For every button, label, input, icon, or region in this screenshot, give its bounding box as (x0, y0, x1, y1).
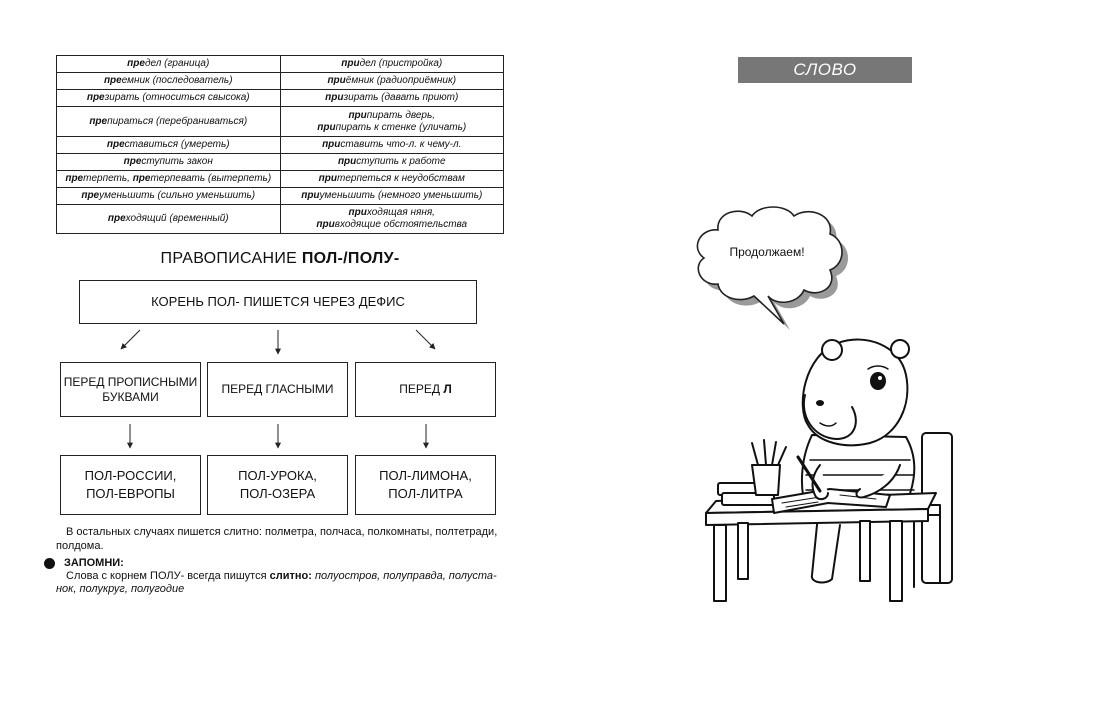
diagram-example-box-3: ПОЛ-ЛИМОНА, ПОЛ-ЛИТРА (355, 455, 496, 515)
diagram-category-label-2: ПЕРЕД ГЛАСНЫМИ (221, 382, 334, 396)
prefix-bold: при (322, 139, 341, 150)
diagram-category-box-3: ПЕРЕД Л (355, 362, 496, 417)
diagram-example-3-line2: ПОЛ-ЛИТРА (388, 486, 463, 501)
slovo-tag: СЛОВО (738, 57, 912, 83)
diagram-example-box-2: ПОЛ-УРОКА, ПОЛ-ОЗЕРА (207, 455, 348, 515)
remember-text-start: Слова с корнем ПОЛУ- всегда пишутся (66, 570, 270, 582)
table-row: преходящий (временный)приходящая няня,пр… (56, 204, 504, 234)
pre-pri-table: предел (граница)придел (пристройка)преем… (56, 55, 504, 234)
diagram-root-label: КОРЕНЬ ПОЛ- ПИШЕТСЯ ЧЕРЕЗ ДЕФИС (151, 294, 405, 309)
cell-text: ступить к работе (356, 156, 446, 167)
cell-text: зирать (относиться свысока) (104, 92, 250, 103)
prefix-bold: пре (65, 173, 84, 184)
prefix-bold: при (348, 109, 367, 121)
diagram-arrows (120, 329, 436, 449)
prefix-bold: при (341, 58, 360, 69)
arrow-down-right (415, 329, 436, 350)
cell-text: ставиться (умереть) (124, 139, 230, 150)
remember-text-examples: полуостров, полуправда, полуста-нок, пол… (56, 570, 497, 595)
diagram-category-label-3: ПЕРЕД Л (399, 382, 452, 397)
diagram-example-2-line1: ПОЛ-УРОКА, (238, 468, 317, 483)
slovo-tag-label: СЛОВО (793, 60, 857, 79)
bullet-dot-icon (44, 558, 55, 569)
prefix-bold: пре (132, 173, 151, 184)
remember-label: ЗАПОМНИ: (64, 557, 124, 569)
cell-text: емник (последователь) (121, 75, 233, 86)
cell-text: входящие обстоятельства (334, 219, 468, 230)
section-title-bold: ПОЛ-/ПОЛУ- (301, 250, 400, 267)
diagram-category-3-text: ПЕРЕД (399, 382, 444, 396)
speech-bubble-text: Продолжаем! (729, 245, 805, 259)
pre-pri-table-body: предел (граница)придел (пристройка)преем… (56, 55, 504, 234)
speech-bubble-icon (696, 206, 848, 330)
diagram-example-1-line2: ПОЛ-ЕВРОПЫ (86, 486, 175, 501)
cell-text: пирать к стенке (уличать) (335, 121, 467, 133)
note-paragraph: В остальных случаях пишется слитно: полм… (56, 526, 498, 552)
table-row: преемник (последователь) приёмник (радиоп… (56, 72, 504, 90)
arrow-down-left (120, 329, 141, 350)
remember-rule: Слова с корнем ПОЛУ- всегда пишутся слит… (56, 570, 504, 596)
prefix-bold: при (318, 173, 337, 184)
diagram-category-3-bold: Л (443, 382, 452, 396)
cell-text: дел (пристройка) (359, 58, 443, 69)
diagram-category-box-1: ПЕРЕД ПРОПИСНЫМИ БУКВАМИ (60, 362, 201, 417)
table-cell-right: приходящая няня,привходящие обстоятельст… (279, 204, 504, 234)
prefix-bold: пре (81, 190, 100, 201)
diagram-example-box-1: ПОЛ-РОССИИ, ПОЛ-ЕВРОПЫ (60, 455, 201, 515)
cell-text: пираться (перебраниваться) (107, 115, 248, 127)
cell-text: дел (граница) (144, 58, 210, 69)
diagram-root-box: КОРЕНЬ ПОЛ- ПИШЕТСЯ ЧЕРЕЗ ДЕФИС (79, 280, 477, 324)
remember-text-bold: слитно: (269, 570, 312, 582)
cell-text: ставить что-л. к чему-л. (340, 139, 462, 150)
cell-text: ходящий (временный) (125, 213, 229, 224)
cell-text: ступить закон (141, 156, 213, 167)
prefix-bold: пре (127, 58, 145, 69)
prefix-bold: при (301, 190, 320, 201)
cell-text: уменьшить (немного уменьшить) (319, 190, 483, 201)
prefix-bold: пре (89, 115, 108, 127)
diagram-example-2-line2: ПОЛ-ОЗЕРА (239, 486, 316, 501)
prefix-bold: при (316, 219, 335, 230)
cell-text: уменьшить (сильно уменьшить) (99, 190, 256, 201)
table-row: презирать (относиться свысока) призирать … (56, 89, 504, 107)
prefix-bold: при (325, 92, 344, 103)
capybara-writing-illustration (705, 338, 953, 602)
prefix-bold: при (317, 121, 336, 133)
table-cell-right: припирать дверь,припирать к стенке (улич… (279, 106, 504, 137)
cell-text: зирать (давать приют) (343, 92, 459, 103)
prefix-bold: при (327, 75, 346, 86)
prefix-bold: пре (86, 92, 105, 103)
table-row: претерпеть, претерпевать (вытерпеть)прит… (56, 170, 504, 188)
cell-text: ёмник (радиоприёмник) (345, 75, 457, 86)
prefix-bold: при (337, 156, 357, 167)
cell-text: пирать дверь, (366, 109, 436, 121)
prefix-bold: при (348, 207, 367, 218)
diagram-example-3-line1: ПОЛ-ЛИМОНА, (379, 468, 472, 483)
prefix-bold: пре (123, 156, 142, 167)
diagram-category-label-1: ПЕРЕД ПРОПИСНЫМИ БУКВАМИ (63, 374, 198, 404)
section-title: ПРАВОПИСАНИЕ ПОЛ-/ПОЛУ- (56, 250, 504, 268)
cell-text: ходящая няня, (366, 207, 435, 218)
diagram-category-box-2: ПЕРЕД ГЛАСНЫМИ (207, 362, 348, 417)
section-title-plain: ПРАВОПИСАНИЕ (160, 250, 302, 267)
cell-text: терпевать (вытерпеть) (150, 173, 272, 184)
prefix-bold: пре (106, 139, 125, 150)
prefix-bold: пре (107, 213, 126, 224)
cell-text: терпеть, (83, 173, 133, 184)
diagram-example-1-line1: ПОЛ-РОССИИ, (84, 468, 177, 483)
prefix-bold: пре (103, 75, 122, 86)
cell-text: терпеться к неудобствам (337, 173, 465, 184)
table-cell-left: преходящий (временный) (56, 204, 281, 234)
